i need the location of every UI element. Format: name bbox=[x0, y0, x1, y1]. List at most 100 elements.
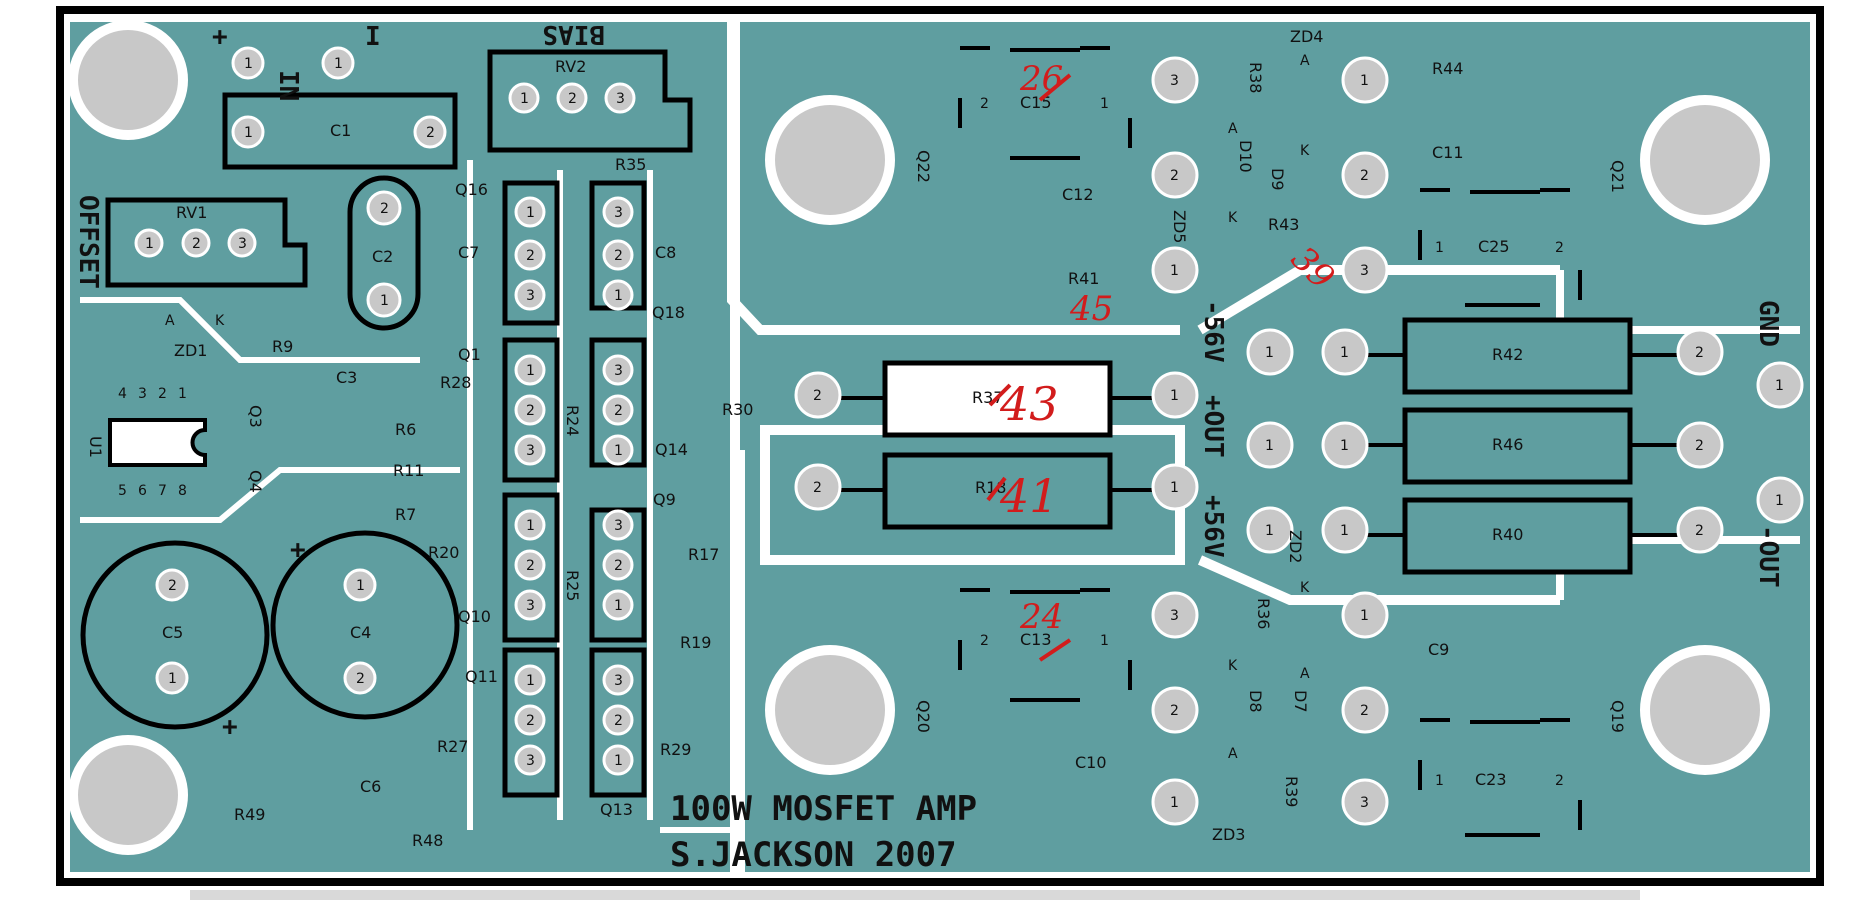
svg-text:1: 1 bbox=[1775, 378, 1784, 394]
gnd-label: GND bbox=[1753, 300, 1783, 347]
label-r37: R37 bbox=[972, 388, 1003, 407]
svg-text:1: 1 bbox=[1435, 240, 1444, 256]
svg-text:2: 2 bbox=[1695, 438, 1704, 454]
label-rv1: RV1 bbox=[176, 203, 207, 222]
label-r28: R28 bbox=[440, 373, 471, 392]
label-d8: D8 bbox=[1246, 690, 1265, 713]
rv2-outline bbox=[487, 49, 693, 153]
svg-text:1: 1 bbox=[1170, 480, 1179, 496]
label-q13: Q13 bbox=[600, 800, 633, 819]
svg-text:3: 3 bbox=[1360, 795, 1369, 811]
label-c2: C2 bbox=[372, 247, 393, 266]
label-c8: C8 bbox=[655, 243, 676, 262]
label-q4: Q4 bbox=[246, 470, 265, 493]
svg-text:1: 1 bbox=[1100, 96, 1109, 112]
svg-text:1: 1 bbox=[244, 125, 253, 141]
label-r48: R48 bbox=[412, 831, 443, 850]
svg-text:2: 2 bbox=[192, 236, 201, 252]
svg-text:3: 3 bbox=[616, 91, 625, 107]
svg-text:K: K bbox=[1300, 143, 1310, 159]
label-r40: R40 bbox=[1492, 525, 1523, 544]
svg-text:1: 1 bbox=[1265, 438, 1274, 454]
label-r19: R19 bbox=[680, 633, 711, 652]
label-q16: Q16 bbox=[455, 180, 488, 199]
label-r41: R41 bbox=[1068, 269, 1099, 288]
component-labels: C1 C2 C3 C4 C5 C6 C7 C8 C9 C10 C11 C12 C… bbox=[86, 27, 1627, 850]
svg-text:2: 2 bbox=[614, 558, 623, 574]
label-r17: R17 bbox=[688, 545, 719, 564]
svg-text:2: 2 bbox=[526, 248, 535, 264]
svg-text:6: 6 bbox=[138, 483, 147, 499]
label-c12: C12 bbox=[1062, 185, 1094, 204]
svg-text:2: 2 bbox=[1360, 168, 1369, 184]
annotation-r41-value: 45 bbox=[1069, 289, 1113, 329]
c23-outline bbox=[1418, 718, 1582, 837]
rail-pos-label: +56V bbox=[1198, 495, 1228, 558]
label-r20: R20 bbox=[428, 543, 459, 562]
svg-text:1: 1 bbox=[1265, 523, 1274, 539]
label-r38: R38 bbox=[1246, 62, 1265, 93]
svg-text:1: 1 bbox=[168, 671, 177, 687]
board-title: 100W MOSFET AMP bbox=[670, 789, 977, 829]
svg-text:A: A bbox=[1228, 121, 1238, 137]
label-q9: Q9 bbox=[653, 490, 676, 509]
in-minus-label: I bbox=[365, 22, 381, 52]
label-r35: R35 bbox=[615, 155, 646, 174]
svg-text:1: 1 bbox=[520, 91, 529, 107]
svg-text:2: 2 bbox=[1170, 703, 1179, 719]
c4-plus-mark: + bbox=[290, 535, 306, 565]
label-c3: C3 bbox=[336, 368, 357, 387]
label-c23: C23 bbox=[1475, 770, 1507, 789]
through-hole-pads bbox=[134, 46, 1804, 826]
label-r7: R7 bbox=[395, 505, 416, 524]
label-r6: R6 bbox=[395, 420, 416, 439]
to92-packages bbox=[502, 180, 647, 798]
svg-text:K: K bbox=[215, 313, 225, 329]
label-c5: C5 bbox=[162, 623, 183, 642]
svg-text:1: 1 bbox=[526, 673, 535, 689]
label-r24: R24 bbox=[563, 405, 582, 436]
svg-text:A: A bbox=[1300, 666, 1310, 682]
svg-text:3: 3 bbox=[526, 443, 535, 459]
svg-text:1: 1 bbox=[614, 288, 623, 304]
svg-text:1: 1 bbox=[1435, 773, 1444, 789]
rail-neg-label: -56V bbox=[1198, 300, 1228, 363]
bias-label: BIAS bbox=[542, 19, 605, 49]
svg-text:3: 3 bbox=[526, 288, 535, 304]
svg-text:2: 2 bbox=[526, 403, 535, 419]
svg-text:2: 2 bbox=[813, 480, 822, 496]
annotation-r18-value: 41 bbox=[999, 469, 1059, 523]
svg-text:1: 1 bbox=[614, 753, 623, 769]
label-c1: C1 bbox=[330, 121, 351, 140]
label-d7: D7 bbox=[1291, 690, 1310, 713]
svg-text:1: 1 bbox=[1360, 73, 1369, 89]
svg-text:K: K bbox=[1228, 210, 1238, 226]
plus-out-label: +OUT bbox=[1198, 395, 1228, 458]
svg-text:A: A bbox=[1300, 53, 1310, 69]
svg-text:2: 2 bbox=[426, 125, 435, 141]
mounting-holes bbox=[68, 20, 1770, 855]
svg-text:3: 3 bbox=[138, 386, 147, 402]
svg-text:3: 3 bbox=[614, 518, 623, 534]
label-d9: D9 bbox=[1268, 168, 1287, 191]
svg-text:2: 2 bbox=[614, 713, 623, 729]
svg-text:1: 1 bbox=[145, 236, 154, 252]
svg-text:8: 8 bbox=[178, 483, 187, 499]
svg-text:1: 1 bbox=[1170, 263, 1179, 279]
board-author: S.JACKSON 2007 bbox=[670, 835, 957, 875]
c5-outline bbox=[80, 540, 270, 730]
svg-text:2: 2 bbox=[526, 713, 535, 729]
svg-text:2: 2 bbox=[614, 248, 623, 264]
label-zd1: ZD1 bbox=[174, 341, 207, 360]
svg-text:2: 2 bbox=[1555, 240, 1564, 256]
svg-text:1: 1 bbox=[1100, 633, 1109, 649]
label-q18: Q18 bbox=[652, 303, 685, 322]
svg-text:3: 3 bbox=[526, 753, 535, 769]
r40-body bbox=[1402, 497, 1633, 575]
offset-label: OFFSET bbox=[73, 195, 103, 289]
svg-text:3: 3 bbox=[614, 673, 623, 689]
label-r9: R9 bbox=[272, 337, 293, 356]
svg-text:2: 2 bbox=[356, 671, 365, 687]
label-c7: C7 bbox=[458, 243, 479, 262]
